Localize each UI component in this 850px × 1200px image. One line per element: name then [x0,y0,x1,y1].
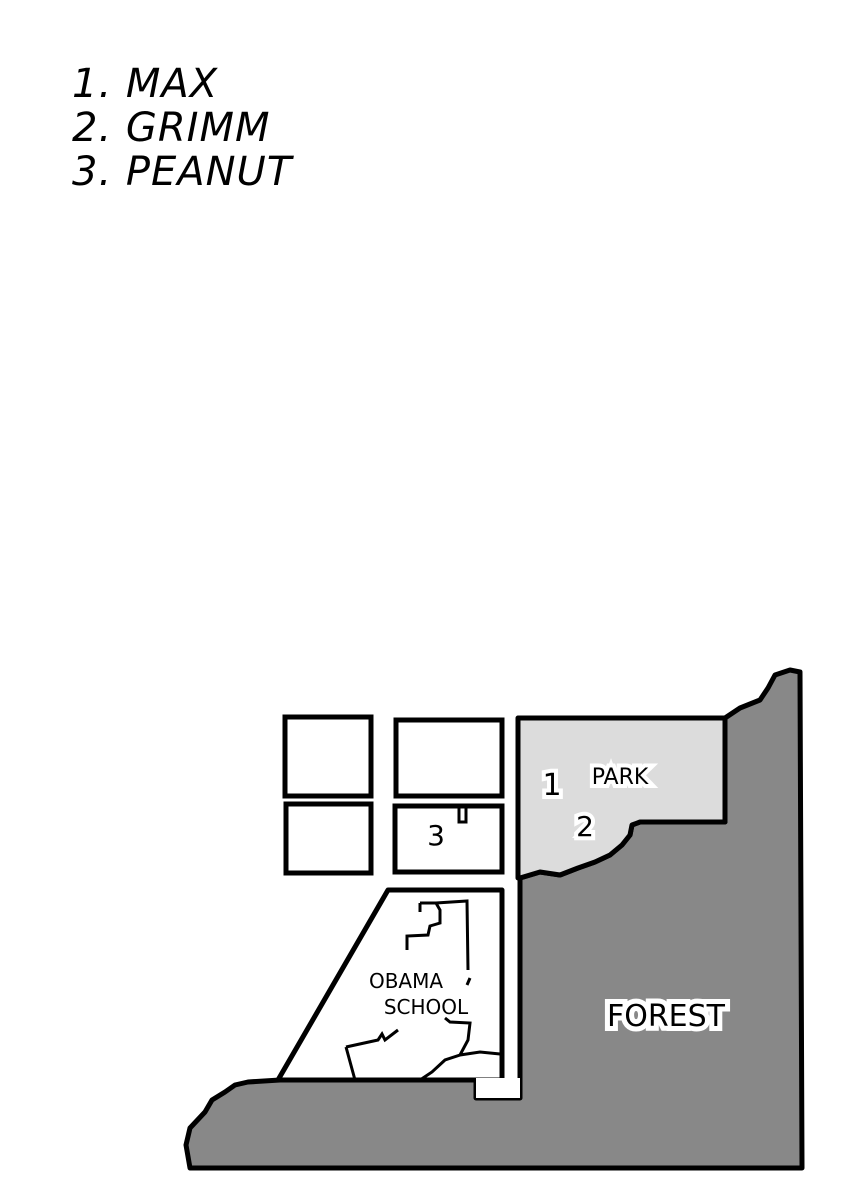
marker-3: 3 [427,819,445,852]
marker-2: 2 [576,810,594,843]
legend-item-grimm: 2. GRIMM [72,105,271,151]
school-label-line2: SCHOOL [384,995,469,1019]
park-region [515,715,728,881]
city-block-3 [392,803,505,875]
forest-label: FOREST [607,999,726,1034]
city-block [393,717,505,799]
school-annex [476,1078,520,1098]
city-block [282,714,374,799]
school-building-outline [405,899,472,986]
marker-1: 1 [542,768,561,803]
school-yard-outline [344,1016,501,1082]
legend-item-max: 1. MAX [72,61,219,107]
legend-item-peanut: 3. PEANUT [72,149,293,195]
small-building-icon [457,806,468,824]
city-block [283,801,374,876]
school-label-line1: OBAMA [369,969,443,993]
park-label: PARK [592,765,649,790]
legend-list: 1. MAX 2. GRIMM 3. PEANUT [72,62,292,194]
